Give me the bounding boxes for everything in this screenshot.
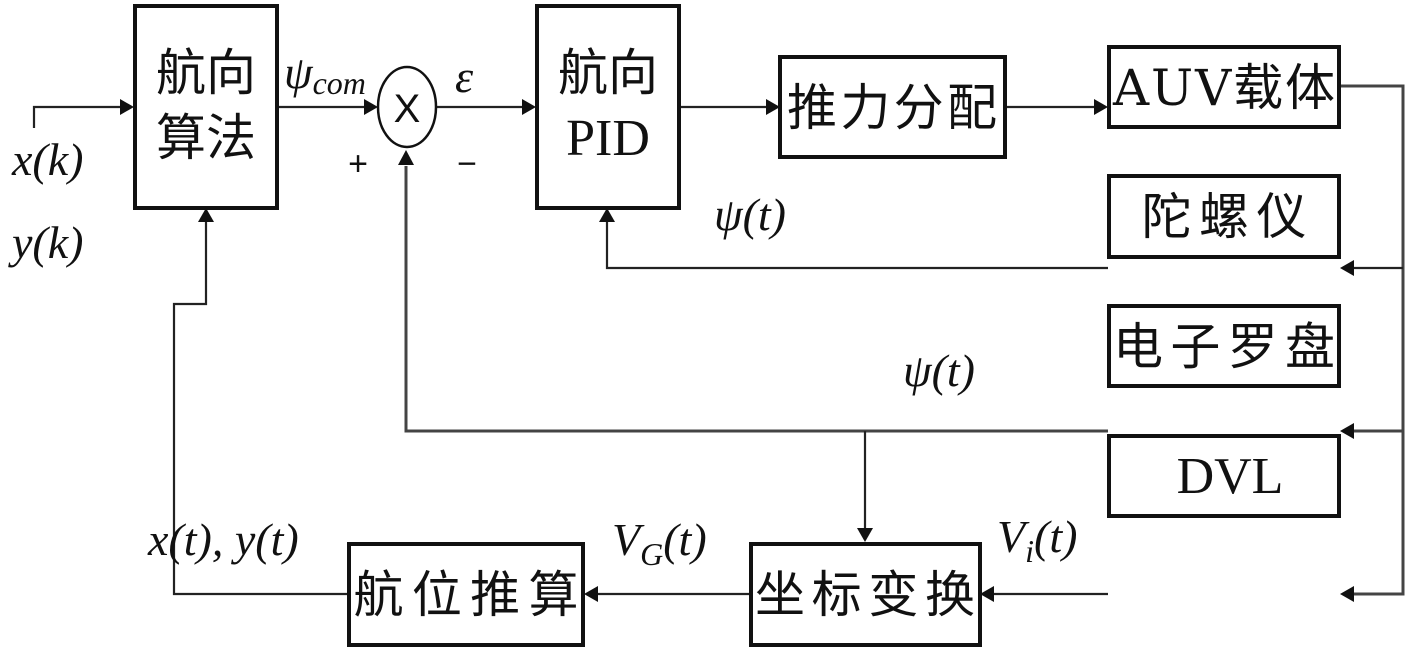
arrow-into-algorithm — [120, 99, 134, 115]
signal-label-psi-t-gyro: ψ(t) — [714, 189, 786, 240]
block-heading-pid-line1: 航向 — [558, 44, 658, 102]
signal-label-x-k: x(k) — [11, 134, 83, 185]
signal-label-vi: Vi(t) — [997, 511, 1077, 569]
wire-gyro-to-pid — [605, 222, 1108, 270]
sum-plus-sign: + — [348, 145, 368, 183]
signal-label-vi-arg: (t) — [1034, 511, 1077, 562]
block-heading-algorithm-line1: 航向 — [156, 44, 256, 102]
signal-label-y-k: y(k) — [8, 217, 83, 268]
wire-reckoning-to-algorithm — [172, 222, 348, 596]
block-heading-algorithm-line2: 算法 — [156, 109, 256, 167]
block-electronic-compass: 电子罗盘 — [1107, 304, 1341, 388]
arrow-into-sum — [364, 99, 378, 115]
block-heading-pid-line2: PID — [566, 110, 650, 167]
arrow-into-auv — [1094, 99, 1108, 115]
signal-label-psi-com: ψcom — [284, 47, 366, 101]
block-dead-reckoning: 航位推算 — [347, 542, 585, 647]
block-heading-algorithm: 航向 算法 — [133, 4, 279, 210]
arrow-into-reckoning — [584, 586, 598, 602]
signal-label-vi-main: V — [997, 511, 1030, 562]
arrow-into-dvl — [1340, 586, 1354, 602]
sum-minus-sign: − — [457, 145, 477, 183]
signal-label-epsilon: ε — [455, 51, 474, 102]
signal-label-position: x(t), y(t) — [147, 514, 299, 565]
signal-label-vg-arg: (t) — [663, 514, 706, 565]
signal-label-psi-com-sub: com — [313, 65, 366, 101]
wire-auv-output-bus — [1340, 84, 1405, 596]
signal-label-vg-main: V — [612, 514, 645, 565]
arrow-compass-into-sum — [398, 150, 414, 165]
block-dvl: DVL — [1107, 434, 1341, 518]
arrow-into-transform — [857, 528, 873, 542]
wire-compass-to-sum — [404, 166, 1108, 433]
block-thrust-allocation: 推力分配 — [778, 55, 1007, 159]
block-gyroscope: 陀螺仪 — [1107, 174, 1341, 259]
arrow-into-pid — [522, 99, 536, 115]
wire-input-to-algorithm — [32, 105, 124, 128]
signal-label-vg-sub: G — [640, 536, 663, 572]
arrow-into-compass — [1340, 423, 1354, 439]
signal-label-psi-com-main: ψ — [284, 47, 314, 98]
arrow-reckoning-into-algorithm — [198, 208, 214, 222]
block-auv-body-label: AUV载体 — [1112, 59, 1335, 117]
signal-label-vg: VG(t) — [612, 514, 707, 572]
arrow-dvl-into-transform — [980, 586, 994, 602]
signal-label-psi-t-compass: ψ(t) — [903, 345, 975, 396]
arrow-gyro-into-pid — [599, 208, 615, 222]
block-dvl-label: DVL — [1177, 448, 1284, 505]
block-auv-body: AUV载体 — [1107, 45, 1341, 129]
arrow-into-thrust — [766, 99, 780, 115]
summing-junction: X — [376, 65, 438, 149]
arrow-into-gyro — [1340, 260, 1354, 276]
block-heading-pid: 航向 PID — [535, 4, 681, 210]
signal-label-vi-sub: i — [1025, 533, 1034, 569]
block-coordinate-transform: 坐标变换 — [749, 542, 982, 647]
block-gyroscope-label: 陀螺仪 — [1142, 188, 1307, 246]
summing-junction-symbol: X — [394, 87, 421, 131]
